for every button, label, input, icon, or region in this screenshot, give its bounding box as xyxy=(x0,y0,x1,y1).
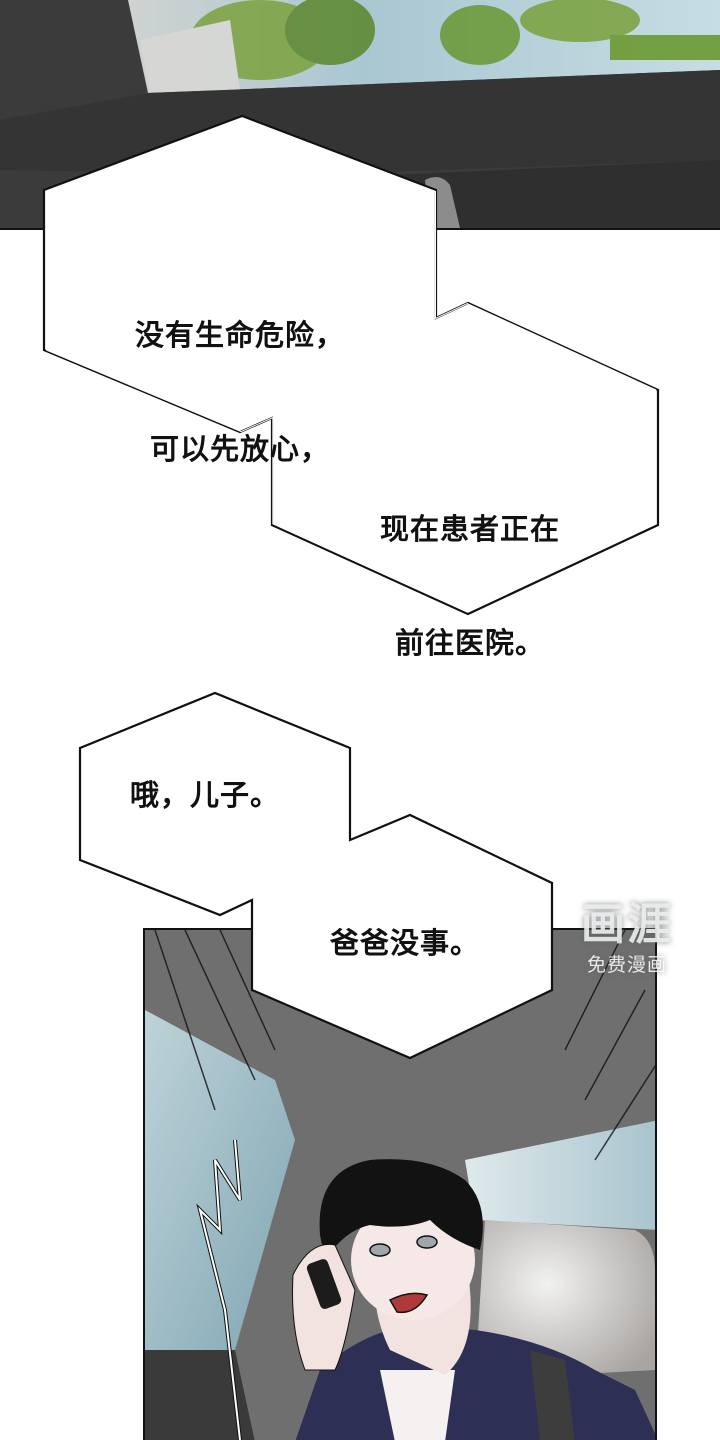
watermark-main: 画涯 xyxy=(581,899,673,950)
bubble-1-line-2: 可以先放心， xyxy=(149,432,330,466)
speech-bubble-3-shape xyxy=(78,691,554,1060)
bubble-1-line-1: 没有生命危险， xyxy=(134,318,345,352)
bubble-2-line-2: 前往医院。 xyxy=(394,626,545,660)
bubble-2-text: 现在患者正在 前往医院。 xyxy=(355,434,585,700)
bubble-2-line-1: 现在患者正在 xyxy=(379,512,560,546)
bubble-4-text: 爸爸没事。 xyxy=(329,926,480,960)
watermark-logo: 画涯 免费漫画 xyxy=(562,898,692,998)
bubble-3-text: 哦，儿子。 xyxy=(129,778,280,812)
watermark-sub: 免费漫画 xyxy=(586,954,667,976)
bubble-1-text: 没有生命危险， 可以先放心， xyxy=(110,240,370,506)
man-on-phone-illustration xyxy=(145,930,655,1440)
bottom-panel-man-on-phone xyxy=(143,928,657,1440)
